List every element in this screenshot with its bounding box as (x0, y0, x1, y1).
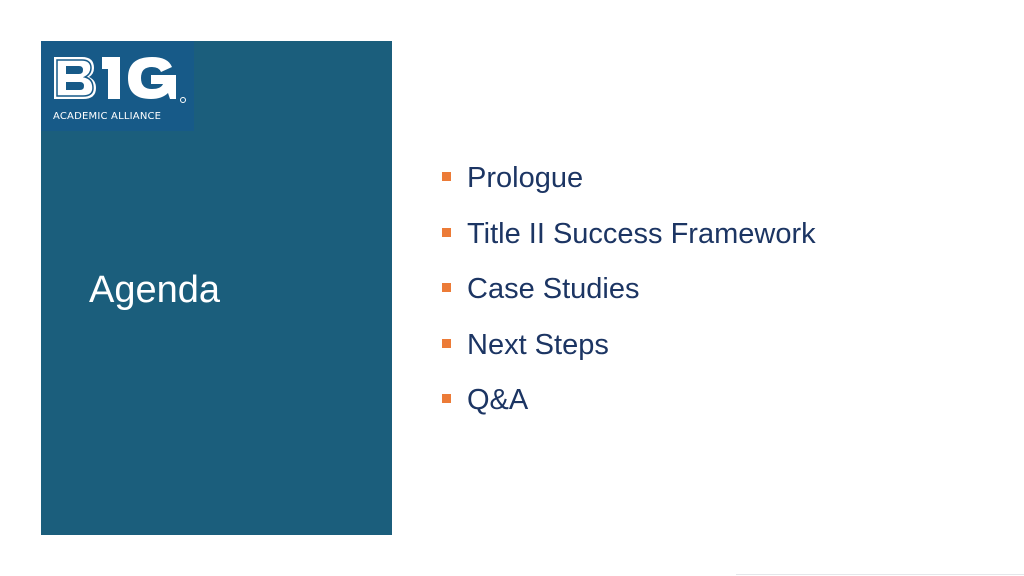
square-bullet-icon (442, 172, 451, 181)
bottom-divider (736, 574, 1024, 575)
logo-tagline: ACADEMIC ALLIANCE (53, 111, 162, 122)
agenda-item: Q&A (442, 378, 816, 434)
agenda-item: Case Studies (442, 267, 816, 323)
slide-title: Agenda (89, 269, 221, 311)
logo-wordmark (52, 53, 184, 101)
agenda-item: Title II Success Framework (442, 212, 816, 268)
agenda-item-label: Title II Success Framework (467, 217, 816, 250)
agenda-item: Prologue (442, 156, 816, 212)
square-bullet-icon (442, 227, 451, 237)
agenda-list: Prologue Title II Success Framework Case… (442, 156, 816, 434)
b1g-logo: ACADEMIC ALLIANCE (41, 41, 194, 131)
square-bullet-icon (442, 283, 451, 292)
square-bullet-icon (442, 338, 451, 348)
agenda-item-label: Q&A (467, 384, 529, 416)
logo-wordmark-graphic (54, 57, 176, 99)
square-bullet-icon (442, 394, 451, 403)
agenda-item: Next Steps (442, 323, 816, 379)
registered-mark-icon (180, 97, 186, 103)
agenda-item-label: Next Steps (467, 328, 609, 361)
agenda-item-label: Case Studies (467, 273, 640, 305)
agenda-item-label: Prologue (467, 162, 584, 194)
